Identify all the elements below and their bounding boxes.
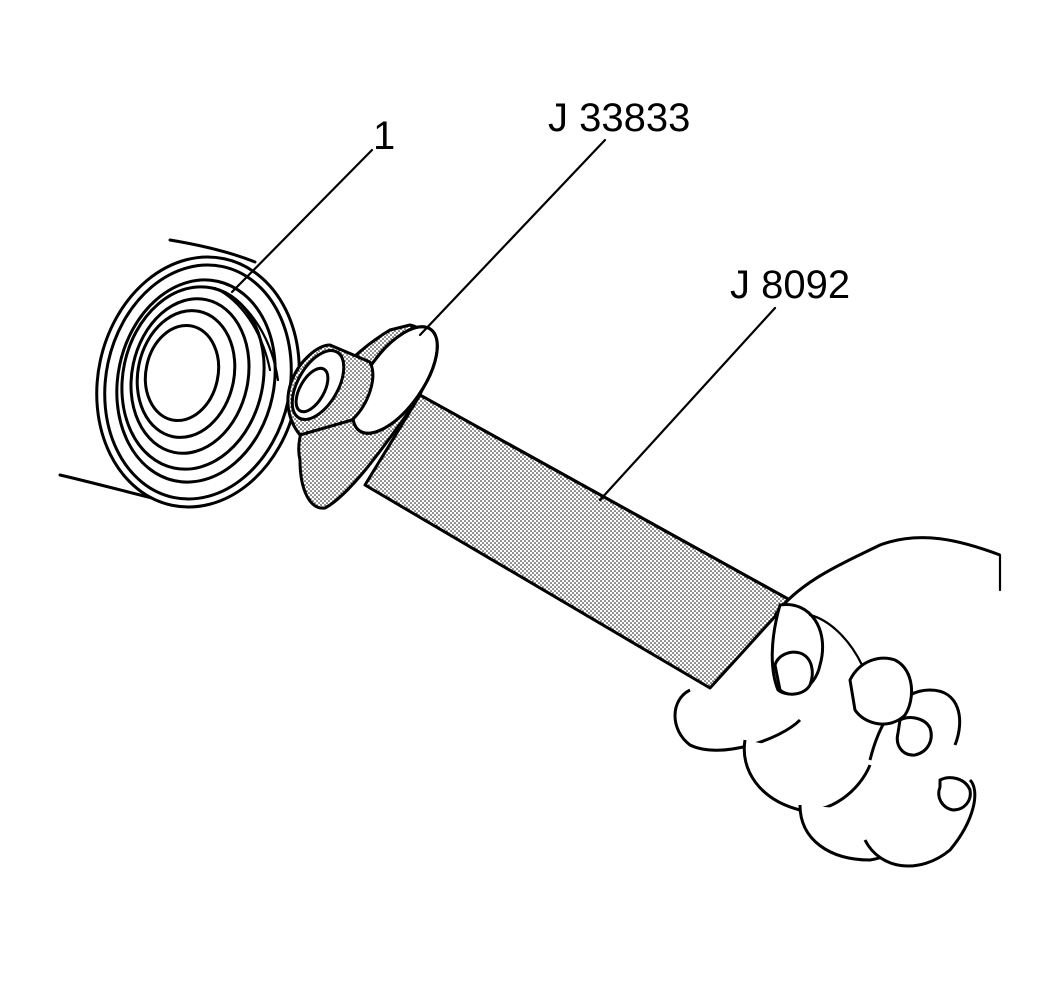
hand: [673, 536, 1002, 868]
callout-handle-j8092: J 8092: [730, 263, 851, 307]
handle-j8092: [363, 393, 792, 690]
callout-installer-j33833: J 33833: [548, 96, 691, 140]
leader-line-j8092: [598, 306, 777, 502]
callout-seal: 1: [373, 114, 396, 158]
leader-line-1: [230, 148, 374, 294]
installer-j33833: [286, 323, 439, 510]
leader-line-j33833: [418, 138, 607, 337]
leader-lines: [230, 138, 777, 502]
seal-bore: [95, 255, 301, 509]
